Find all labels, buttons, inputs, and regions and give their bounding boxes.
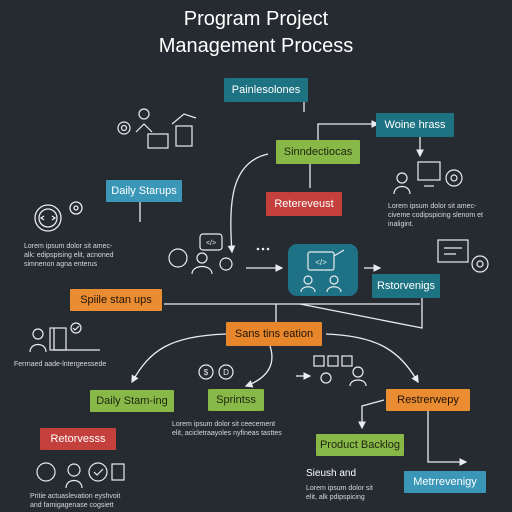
- wire-metr-down: [427, 410, 468, 466]
- note-bottom-center-heading: Sieush and: [306, 468, 357, 479]
- box-retorvesss: Retorvesss: [40, 428, 116, 450]
- box-sprintss: Sprintss: [208, 389, 264, 411]
- people-chat-icon: </>: [164, 230, 244, 276]
- gear-code-icon: [30, 196, 94, 240]
- people-meeting-icon: [32, 456, 128, 492]
- box-metrrevenigy: Metrrevenigy: [404, 471, 486, 493]
- note-right-top: Lorem ipsum dolor sit amec-civeme codips…: [388, 203, 483, 228]
- team-workspace-icon: [112, 104, 202, 152]
- svg-text:D: D: [223, 368, 229, 377]
- note-left-mid: Lorem ipsum dolor sit amec-alk: edipspis…: [24, 243, 114, 268]
- box-sinndectiocas: Sinndectiocas: [276, 140, 360, 164]
- svg-text:</>: </>: [315, 258, 327, 267]
- wire-rstor-down: [299, 296, 423, 329]
- presentation-icon: [436, 236, 496, 276]
- checklist-people-icon: [28, 320, 88, 356]
- wire-daily-curve: [227, 153, 269, 254]
- box-restrerwepy: Restrerwepy: [386, 389, 470, 411]
- note-left-low: Ferrnaed aade-lntergeessede: [14, 361, 107, 368]
- wire-sans-left: [131, 333, 227, 384]
- coins-icon: $ D: [198, 362, 242, 388]
- box-product-backlog: Product Backlog: [316, 434, 404, 456]
- box-daily-starups: Daily Starups: [106, 180, 182, 202]
- svg-text:</>: </>: [206, 240, 216, 247]
- svg-text:$: $: [204, 368, 209, 377]
- wire-sans-mid: [244, 345, 273, 388]
- box-painlesolones: Painlesolones: [224, 78, 308, 102]
- diagram-title-line1: Program Project: [183, 8, 329, 30]
- box-retereveust: Retereveust: [266, 192, 342, 216]
- box-daily-stam-ing: Daily Stam-ing: [90, 390, 174, 412]
- box-rstorvenigs: Rstorvenigs: [372, 274, 440, 298]
- team-hierarchy-icon: [312, 352, 376, 388]
- wire-sinnd-to-woine: [317, 120, 380, 140]
- wire-sans-right: [325, 333, 419, 384]
- diagram-title-line2: Management Process: [158, 35, 354, 57]
- box-woine-hrass: Woine hrass: [376, 113, 454, 137]
- analyst-monitor-icon: [393, 156, 474, 196]
- wire-restrer-left: [358, 399, 385, 430]
- hub-tile: </>: [288, 244, 358, 296]
- box-spiile-stan-ups: Spiile stan ups: [70, 289, 162, 311]
- box-sans-tins-eation: Sans tins eation: [226, 322, 322, 346]
